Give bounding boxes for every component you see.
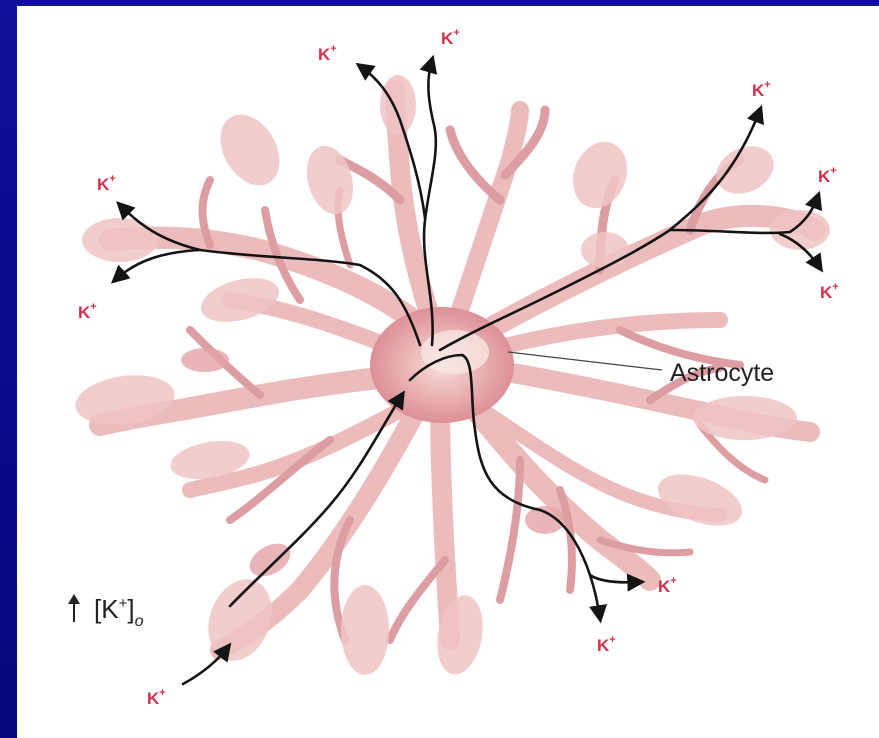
kplus-label-bottom-left: K+ — [147, 687, 166, 708]
kplus-label-top-right: K+ — [752, 79, 771, 100]
kplus-label-top: K+ — [441, 27, 460, 48]
concentration-notation: [K+]o — [94, 594, 144, 630]
kplus-label-left-upper: K+ — [97, 173, 116, 194]
kplus-label-bottom-right: K+ — [658, 575, 677, 596]
kplus-label-top-left: K+ — [318, 43, 337, 64]
kplus-label-right-lower: K+ — [820, 281, 839, 302]
extracellular-concentration-label: [K+]o — [68, 594, 144, 630]
kplus-label-left-lower: K+ — [78, 301, 97, 322]
kplus-label-right-upper: K+ — [818, 165, 837, 186]
increase-arrowhead-icon — [68, 594, 80, 604]
kplus-label-bottom-center: K+ — [597, 634, 616, 655]
astrocyte-label: Astrocyte — [670, 359, 774, 387]
